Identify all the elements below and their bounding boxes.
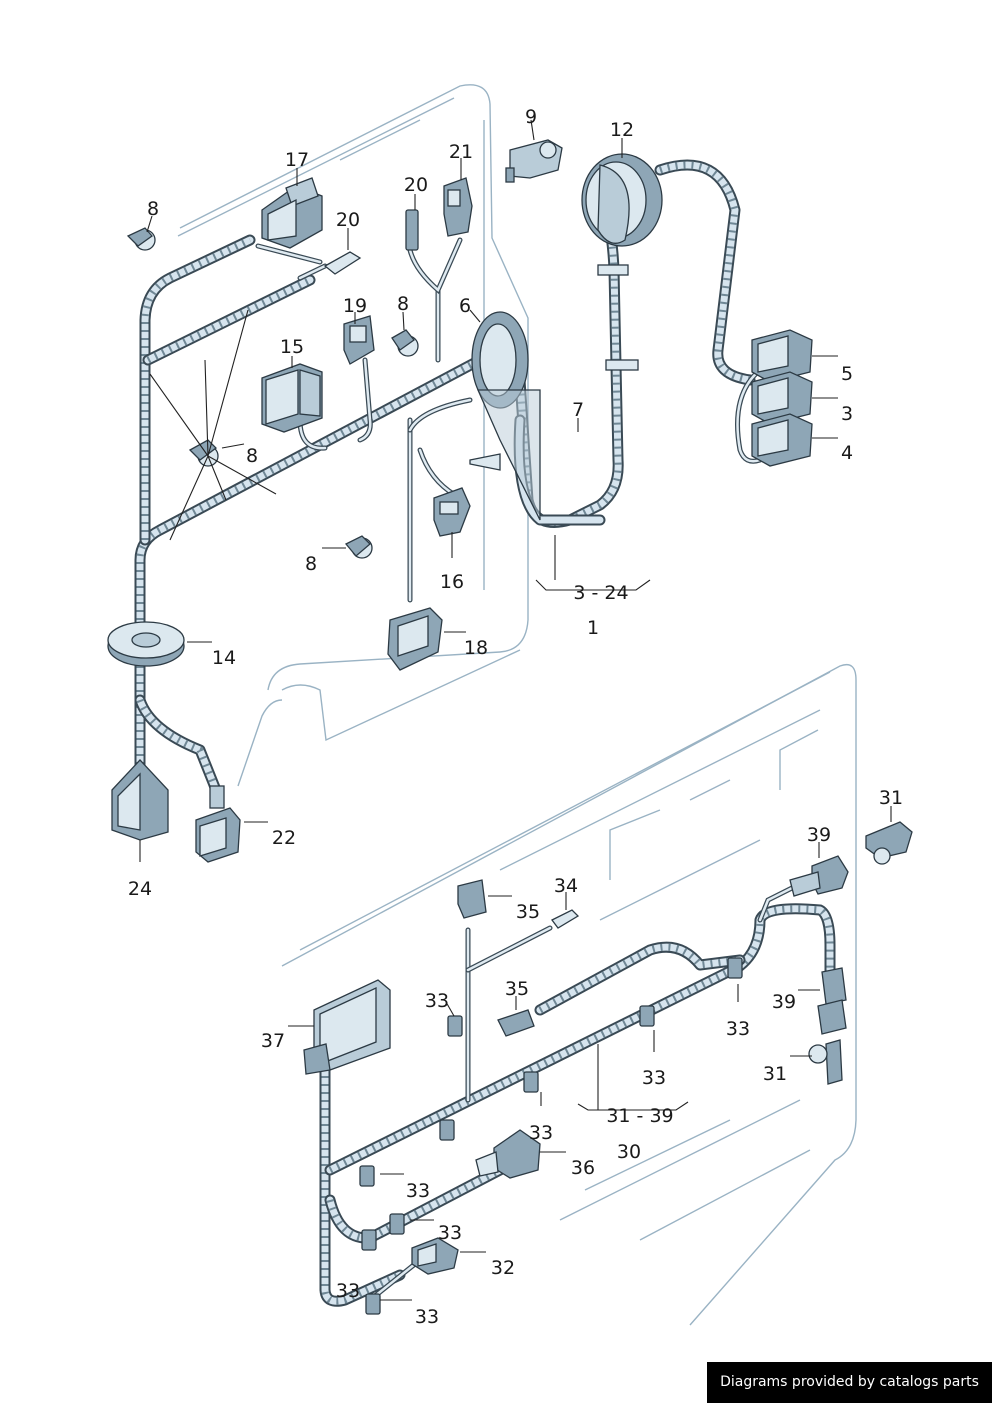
lower-wiring-harness bbox=[319, 882, 836, 1307]
callout-33-a: 33 bbox=[425, 990, 449, 1012]
callout-8-bottom: 8 bbox=[305, 553, 317, 575]
upper-callouts: 9 12 17 21 20 20 8 8 19 6 15 5 3 7 8 4 8… bbox=[128, 106, 853, 900]
part-6-grommet bbox=[469, 311, 541, 521]
callout-33-h: 33 bbox=[415, 1306, 439, 1328]
callout-33-c: 33 bbox=[642, 1067, 666, 1089]
callout-31-top: 31 bbox=[879, 787, 903, 809]
callout-21: 21 bbox=[449, 141, 473, 163]
callout-8-top: 8 bbox=[147, 198, 159, 220]
callout-35-mid: 35 bbox=[505, 978, 529, 1000]
part-33-clips bbox=[359, 957, 743, 1315]
callout-7: 7 bbox=[572, 399, 584, 421]
main-harness-trunk bbox=[134, 194, 624, 786]
part-9-holder bbox=[505, 139, 563, 183]
part-35-connector-top bbox=[457, 879, 487, 919]
callout-17: 17 bbox=[285, 149, 309, 171]
part-16-connector bbox=[433, 487, 471, 537]
callout-20-b: 20 bbox=[336, 209, 360, 231]
part-35-connector-mid bbox=[497, 1009, 535, 1037]
part-17-connector bbox=[261, 177, 323, 249]
part-19-connector bbox=[343, 315, 375, 365]
callout-24: 24 bbox=[128, 878, 152, 900]
part-34-plug bbox=[551, 909, 580, 929]
attribution-footer: Diagrams provided by catalogs parts bbox=[707, 1362, 992, 1403]
harness-branch-left-upper bbox=[139, 234, 316, 546]
leader-lines bbox=[139, 119, 892, 1301]
callout-34: 34 bbox=[554, 875, 578, 897]
callout-8-mid: 8 bbox=[397, 293, 409, 315]
part-22-connector bbox=[195, 785, 241, 863]
harness-branch-lower bbox=[134, 694, 222, 796]
callout-5: 5 bbox=[841, 363, 853, 385]
lower-branch-35 bbox=[534, 941, 746, 1016]
callout-35-top: 35 bbox=[516, 901, 540, 923]
callout-36: 36 bbox=[571, 1157, 595, 1179]
callout-8-left: 8 bbox=[246, 445, 258, 467]
part-4-connector bbox=[751, 413, 813, 467]
part-20-plug-b bbox=[323, 251, 362, 275]
lower-parts bbox=[303, 821, 913, 1315]
callout-16: 16 bbox=[440, 571, 464, 593]
callout-19: 19 bbox=[343, 295, 367, 317]
part-8-clip-left bbox=[188, 439, 219, 467]
callout-12: 12 bbox=[610, 119, 634, 141]
part-18-connector bbox=[387, 607, 443, 671]
callout-14: 14 bbox=[212, 647, 236, 669]
callout-30: 30 bbox=[617, 1141, 641, 1163]
part-8-clip-top bbox=[126, 227, 156, 251]
callout-3-24: 3 - 24 bbox=[573, 582, 628, 604]
callout-33-e: 33 bbox=[406, 1180, 430, 1202]
part-8-clip-bottom bbox=[344, 535, 373, 559]
part-14-grommet bbox=[107, 621, 185, 667]
part-39-connector-right bbox=[817, 967, 847, 1035]
upper-wiring-harness bbox=[134, 159, 763, 796]
callout-33-b: 33 bbox=[726, 1018, 750, 1040]
part-12-grommet bbox=[581, 153, 663, 371]
part-24-connector bbox=[111, 759, 169, 841]
part-8-clip-mid bbox=[391, 329, 419, 357]
callout-37: 37 bbox=[261, 1030, 285, 1052]
lower-thin-wires bbox=[367, 882, 801, 1303]
callout-6: 6 bbox=[459, 295, 471, 317]
part-32-connector bbox=[411, 1237, 459, 1275]
part-31-clip-bottom bbox=[808, 1039, 843, 1085]
lower-main-trunk bbox=[319, 903, 836, 1307]
callout-22: 22 bbox=[272, 827, 296, 849]
part-37-module bbox=[303, 979, 391, 1075]
callout-39-top: 39 bbox=[807, 824, 831, 846]
upper-parts bbox=[107, 139, 813, 863]
part-15-relay bbox=[261, 363, 323, 433]
callout-20-a: 20 bbox=[404, 174, 428, 196]
callout-33-f: 33 bbox=[438, 1222, 462, 1244]
callout-18: 18 bbox=[464, 637, 488, 659]
part-36-connector bbox=[475, 1129, 541, 1179]
part-31-clip-top bbox=[865, 821, 913, 865]
callout-33-g: 33 bbox=[336, 1280, 360, 1302]
harness-branch-12 bbox=[654, 159, 756, 386]
callout-3: 3 bbox=[841, 403, 853, 425]
upper-door-panel-outline bbox=[177, 84, 529, 787]
callout-4: 4 bbox=[841, 442, 853, 464]
lower-callouts: 31 39 34 35 33 35 39 37 33 31 33 31 - 39… bbox=[261, 787, 903, 1328]
lower-door-panel-outline bbox=[281, 663, 857, 1326]
callout-33-d: 33 bbox=[529, 1122, 553, 1144]
callout-15: 15 bbox=[280, 336, 304, 358]
callout-9: 9 bbox=[525, 106, 537, 128]
part-3-connector bbox=[751, 371, 813, 425]
part-20-plug-a bbox=[405, 209, 419, 251]
callout-31-bottom: 31 bbox=[763, 1063, 787, 1085]
callout-1: 1 bbox=[587, 617, 599, 639]
part-5-connector bbox=[751, 329, 813, 383]
callout-32: 32 bbox=[491, 1257, 515, 1279]
part-21-connector bbox=[443, 177, 473, 237]
part-39-connector-top bbox=[789, 855, 849, 897]
callout-31-39: 31 - 39 bbox=[606, 1105, 673, 1127]
callout-39-right: 39 bbox=[772, 991, 796, 1013]
